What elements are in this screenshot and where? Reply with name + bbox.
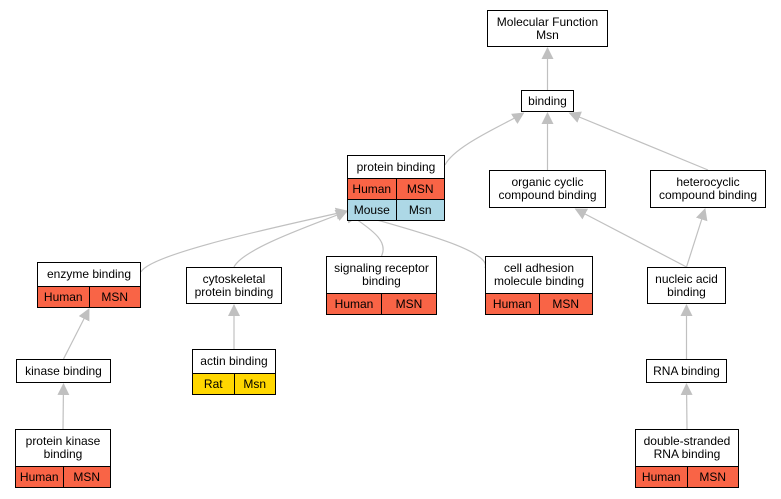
annotation-row: Human MSN (486, 293, 592, 314)
edge-kinase-binding-to-enzyme-binding (62, 308, 90, 360)
term-label: RNA binding (653, 363, 720, 378)
term-label: double-stranded RNA binding (643, 434, 731, 461)
go-term-kinase-binding: kinase binding (16, 359, 111, 383)
edge-heterocyclic-to-binding (568, 111, 709, 171)
go-term-nucleic-acid: nucleic acid binding (647, 267, 726, 304)
term-label: cytoskeletal protein binding (194, 271, 274, 299)
term-label: protein binding (356, 159, 436, 174)
term-label: protein kinase binding (25, 434, 101, 461)
species-label: Human (334, 297, 374, 311)
gene-label: MSN (686, 467, 739, 487)
species-label: Human (352, 182, 392, 196)
annotation-row: Human MSN (636, 466, 738, 487)
edge-cytoskeletal-to-protein-binding (233, 209, 348, 268)
term-label: enzyme binding (46, 267, 132, 281)
species-label: Human (43, 290, 83, 304)
species-label: Human (19, 470, 59, 484)
go-term-rna-binding: RNA binding (646, 359, 727, 383)
gene-label: Msn (233, 374, 276, 394)
species-label: Human (641, 470, 681, 484)
gene-label: MSN (395, 179, 445, 199)
gene-label: MSN (88, 287, 141, 307)
term-label: organic cyclic compound binding (498, 175, 597, 202)
edge-protein-kinase-to-kinase-binding (57, 383, 70, 430)
annotation-row: Mouse Msn (348, 199, 444, 220)
go-term-binding: binding (521, 90, 574, 112)
term-label: binding (528, 93, 567, 108)
term-label: nucleic acid binding (655, 271, 718, 299)
go-term-mf: Molecular Function Msn (487, 10, 608, 47)
go-term-heterocyclic: heterocyclic compound binding (650, 170, 766, 208)
annotation-row: Human MSN (327, 293, 436, 314)
gene-label: Msn (395, 200, 445, 220)
term-label: cell adhesion molecule binding (493, 261, 585, 288)
annotation-row: Rat Msn (193, 373, 275, 394)
edge-nucleic-acid-to-organic-cyclic (574, 208, 687, 268)
species-label: Mouse (353, 203, 390, 217)
term-label: kinase binding (25, 363, 102, 378)
gene-label: MSN (381, 294, 436, 314)
gene-label: MSN (62, 467, 111, 487)
species-label: Rat (203, 377, 223, 391)
edge-enzyme-binding-to-protein-binding (140, 207, 348, 273)
term-label: actin binding (200, 354, 268, 368)
species-label: Human (492, 297, 532, 311)
term-label: heterocyclic compound binding (658, 175, 758, 202)
gene-label: MSN (538, 294, 593, 314)
term-label: Molecular Function Msn (496, 14, 599, 42)
edge-ds-rna-to-rna-binding (680, 383, 693, 430)
edge-protein-binding-to-binding (444, 112, 525, 166)
term-label: signaling receptor binding (334, 261, 429, 288)
edge-nucleic-acid-to-heterocyclic (685, 208, 708, 268)
go-term-organic-cyclic: organic cyclic compound binding (489, 170, 606, 208)
annotation-row: Human MSN (38, 286, 140, 307)
go-term-cytoskeletal: cytoskeletal protein binding (186, 267, 282, 304)
